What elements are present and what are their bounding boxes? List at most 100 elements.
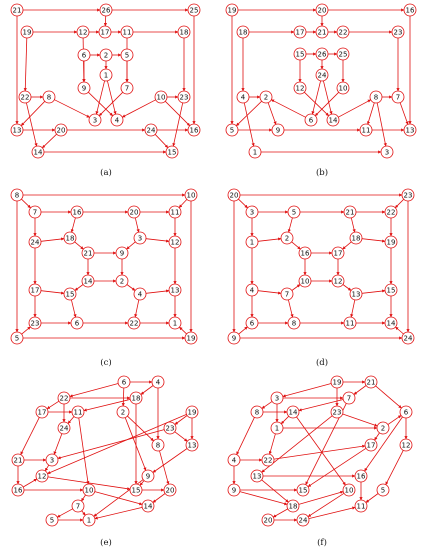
node-label: 14 — [144, 503, 153, 511]
node-circle — [45, 513, 59, 527]
node-circle — [115, 246, 129, 260]
node-label: 23 — [31, 320, 40, 328]
node-circle — [359, 123, 373, 137]
graph-node: 18 — [236, 25, 250, 39]
node-circle — [271, 123, 285, 137]
node-circle — [115, 274, 129, 288]
node-circle — [81, 246, 95, 260]
node-label: 5 — [50, 517, 54, 525]
graph-node: 14 — [384, 316, 398, 330]
graph-node: 24 — [28, 235, 42, 249]
edge-1-3 — [95, 80, 105, 115]
graph-node: 19 — [330, 375, 344, 389]
node-circle — [384, 205, 398, 219]
node-circle — [245, 316, 259, 330]
graph-node: 3 — [270, 391, 284, 405]
graph-node: 16 — [403, 3, 417, 17]
node-label: 14 — [84, 278, 93, 286]
edge-21-7 — [353, 385, 367, 395]
graph-node: 21 — [10, 3, 24, 17]
panel-caption: (f) — [317, 537, 327, 548]
edge-7-8 — [288, 299, 294, 318]
edge-17-15 — [307, 447, 367, 488]
node-label: 6 — [404, 409, 409, 417]
edge-23-22 — [394, 198, 405, 209]
edge-24-6 — [311, 80, 321, 115]
edge-17-15 — [40, 290, 65, 295]
graph-node: 21 — [11, 453, 25, 467]
graph-node: 8 — [250, 405, 264, 419]
graph-node: 5 — [225, 123, 239, 137]
graph-node: 15 — [129, 483, 143, 497]
node-label: 23 — [333, 409, 342, 417]
node-label: 26 — [318, 51, 327, 59]
graph-node: 4 — [245, 283, 259, 297]
node-label: 6 — [250, 320, 255, 328]
graph-node: 1 — [168, 316, 182, 330]
edge-9-4 — [88, 91, 113, 117]
node-label: 18 — [239, 29, 248, 37]
edge-group — [15, 193, 193, 340]
node-label: 4 — [156, 379, 161, 387]
node-label: 19 — [187, 335, 196, 343]
node-circle — [28, 316, 42, 330]
graph-node: 3 — [133, 231, 147, 245]
node-label: 2 — [121, 409, 125, 417]
edge-5-11 — [365, 493, 379, 503]
node-circle — [35, 469, 49, 483]
edge-6-16 — [364, 416, 403, 472]
graph-node: 24 — [401, 331, 415, 345]
node-circle — [28, 283, 42, 297]
graph-node: 21 — [315, 25, 329, 39]
edge-19-1 — [179, 326, 187, 335]
graph-node: 13 — [250, 469, 264, 483]
graph-node: 15 — [296, 483, 310, 497]
node-circle — [10, 123, 24, 137]
node-label: 2 — [285, 235, 289, 243]
node-circle — [245, 235, 259, 249]
node-label: 16 — [357, 473, 366, 481]
node-label: 16 — [190, 127, 199, 135]
node-circle — [141, 499, 155, 513]
edge-2-9 — [267, 102, 277, 125]
edge-4-7 — [257, 290, 282, 295]
node-circle — [177, 90, 191, 104]
graph-node: 2 — [259, 90, 273, 104]
node-label: 17 — [296, 29, 305, 37]
graph-node: 5 — [10, 331, 24, 345]
node-circle — [236, 90, 250, 104]
node-label: 10 — [301, 278, 310, 286]
graph-node: 3 — [380, 145, 394, 159]
node-label: 23 — [394, 29, 403, 37]
node-circle — [120, 48, 134, 62]
graph-node: 18 — [129, 391, 143, 405]
edge-2-8 — [127, 415, 154, 442]
node-label: 11 — [357, 503, 366, 511]
graph-node: 5 — [287, 205, 301, 219]
node-circle — [315, 68, 329, 82]
graph-node: 17 — [331, 246, 345, 260]
edge-19-12 — [47, 414, 187, 474]
edge-2-17 — [374, 432, 380, 441]
node-label: 6 — [309, 117, 314, 125]
graph-node: 17 — [364, 438, 378, 452]
edge-8-13 — [20, 101, 46, 126]
node-label: 19 — [23, 29, 32, 37]
node-label: 5 — [292, 209, 296, 217]
node-label: 21 — [14, 457, 23, 465]
edge-23-13 — [174, 431, 188, 442]
node-label: 2 — [104, 52, 108, 60]
graph-node: 14 — [326, 113, 340, 127]
node-label: 3 — [50, 457, 54, 465]
node-circle — [384, 283, 398, 297]
node-circle — [376, 483, 390, 497]
node-circle — [11, 483, 25, 497]
edge-24-14 — [395, 326, 404, 335]
node-label: 24 — [147, 127, 156, 135]
node-label: 24 — [318, 72, 327, 80]
graph-node: 12 — [76, 25, 90, 39]
graph-node: 25 — [336, 47, 350, 61]
panel-caption: (d) — [316, 357, 328, 368]
node-label: 8 — [255, 409, 259, 417]
edge-10-4 — [122, 99, 156, 118]
